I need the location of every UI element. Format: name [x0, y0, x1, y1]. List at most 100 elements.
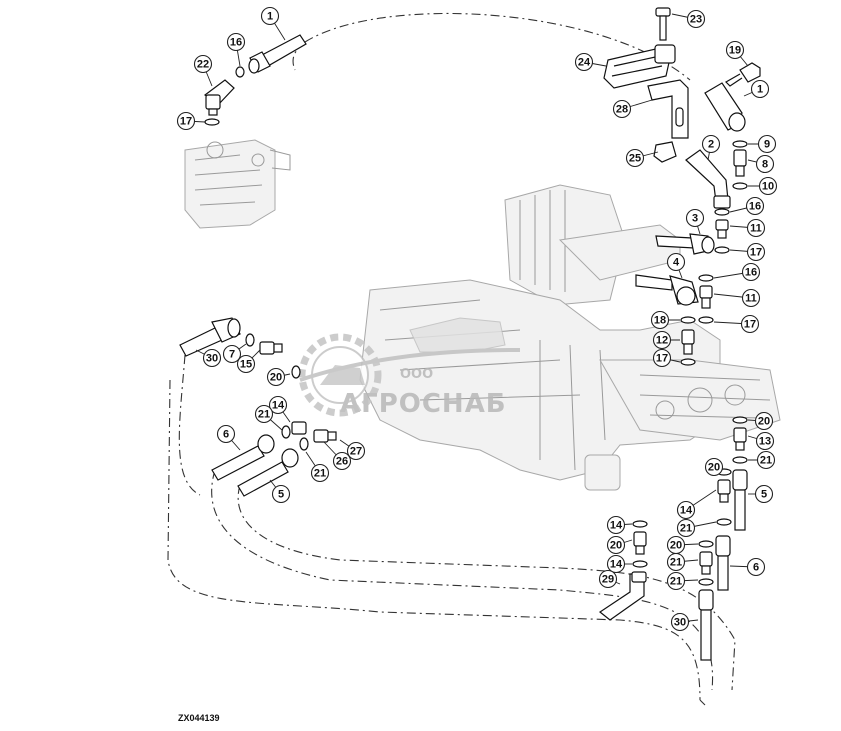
callout-number: 7	[229, 349, 235, 361]
callout-8: 8	[747, 154, 775, 174]
callout-circle	[746, 218, 766, 238]
o-ring-20-d	[632, 520, 648, 528]
callout-circle	[756, 450, 776, 470]
callout-circle	[741, 288, 761, 308]
o-ring-21-left-b	[299, 437, 309, 451]
callout-18: 18	[650, 310, 680, 330]
callout-circle	[755, 431, 775, 451]
callout-10: 10	[748, 176, 778, 196]
callout-21: 21	[748, 450, 776, 470]
callout-circle	[746, 242, 766, 262]
callout-circle	[750, 79, 770, 99]
callout-27: 27	[339, 439, 366, 461]
bracket-28	[647, 79, 689, 139]
callout-number: 2	[708, 139, 714, 151]
callout-number: 14	[610, 520, 623, 532]
callout-number: 10	[762, 181, 774, 193]
adapter-15	[259, 341, 283, 355]
o-ring-17-top-left	[204, 118, 220, 126]
callout-circle	[574, 52, 594, 72]
callout-number: 21	[670, 557, 682, 569]
hose-30-left	[179, 317, 241, 357]
callout-number: 15	[240, 359, 252, 371]
callout-circle	[676, 518, 696, 538]
o-ring-21-c	[698, 578, 714, 586]
o-ring-21-left-a	[281, 425, 291, 439]
callout-1: 1	[743, 79, 770, 99]
callout-23: 23	[671, 9, 706, 29]
callout-circle	[676, 500, 696, 520]
callout-number: 5	[278, 489, 284, 501]
callout-17: 17	[713, 314, 760, 334]
callout-number: 17	[180, 116, 192, 128]
callout-22: 22	[193, 54, 213, 87]
callout-number: 24	[578, 57, 591, 69]
o-ring-17-a	[714, 246, 730, 254]
callout-circle	[226, 32, 246, 52]
figure-id: ZX044139	[178, 713, 220, 723]
o-ring-18	[680, 316, 696, 324]
callout-circle	[755, 154, 775, 174]
hose-29	[598, 571, 647, 621]
nut-25	[653, 141, 677, 163]
callout-1: 1	[260, 6, 286, 41]
callout-17: 17	[176, 111, 206, 131]
callout-circle	[666, 252, 686, 272]
adapter-14-b	[699, 551, 713, 575]
callout-number: 12	[656, 335, 668, 347]
callout-17: 17	[652, 348, 681, 368]
callout-circle	[670, 612, 690, 632]
callout-26: 26	[323, 441, 352, 471]
callout-number: 29	[602, 574, 614, 586]
callout-number: 20	[670, 540, 682, 552]
callout-24: 24	[574, 52, 607, 72]
callout-circle	[758, 176, 778, 196]
callout-6: 6	[729, 557, 766, 577]
callout-number: 20	[610, 540, 622, 552]
callout-21: 21	[676, 518, 717, 538]
hose-6-left	[211, 434, 275, 481]
callout-circle	[222, 344, 242, 364]
callout-circle	[606, 515, 626, 535]
adapter-26	[313, 429, 337, 443]
o-ring-21-a	[732, 456, 748, 464]
callout-14: 14	[606, 554, 632, 574]
callout-13: 13	[747, 431, 775, 451]
callout-number: 1	[267, 11, 273, 23]
adapter-12	[681, 329, 695, 355]
hose-1-top-left	[248, 34, 307, 74]
elbow-fitting-22	[204, 79, 235, 116]
callout-circle	[754, 484, 774, 504]
callout-number: 17	[744, 319, 756, 331]
callout-4: 4	[666, 252, 686, 279]
callout-number: 11	[750, 223, 762, 235]
callout-circle	[268, 395, 288, 415]
adapter-8	[733, 149, 747, 177]
hose-30-right	[698, 589, 714, 661]
adapter-11-b	[699, 285, 713, 309]
callout-20: 20	[266, 367, 291, 387]
callout-number: 13	[759, 436, 771, 448]
callout-number: 5	[761, 489, 767, 501]
callout-circle	[740, 314, 760, 334]
o-ring-21-b	[716, 518, 732, 526]
callout-20: 20	[704, 457, 724, 477]
hose-phantom-left	[178, 354, 714, 691]
callout-29: 29	[598, 569, 621, 589]
callout-number: 6	[753, 562, 759, 574]
hose-3	[655, 233, 715, 255]
callout-circle	[650, 310, 670, 330]
callout-5: 5	[269, 479, 291, 504]
callout-6: 6	[216, 424, 241, 451]
callout-circle	[686, 9, 706, 29]
callout-number: 8	[762, 159, 768, 171]
o-ring-17-c	[680, 358, 696, 366]
callout-number: 21	[680, 523, 692, 535]
callout-circle	[625, 148, 645, 168]
callout-21: 21	[666, 571, 699, 591]
adapter-14-left	[291, 421, 307, 435]
callout-16: 16	[713, 262, 761, 282]
callout-circle	[754, 411, 774, 431]
callout-number: 9	[764, 139, 770, 151]
